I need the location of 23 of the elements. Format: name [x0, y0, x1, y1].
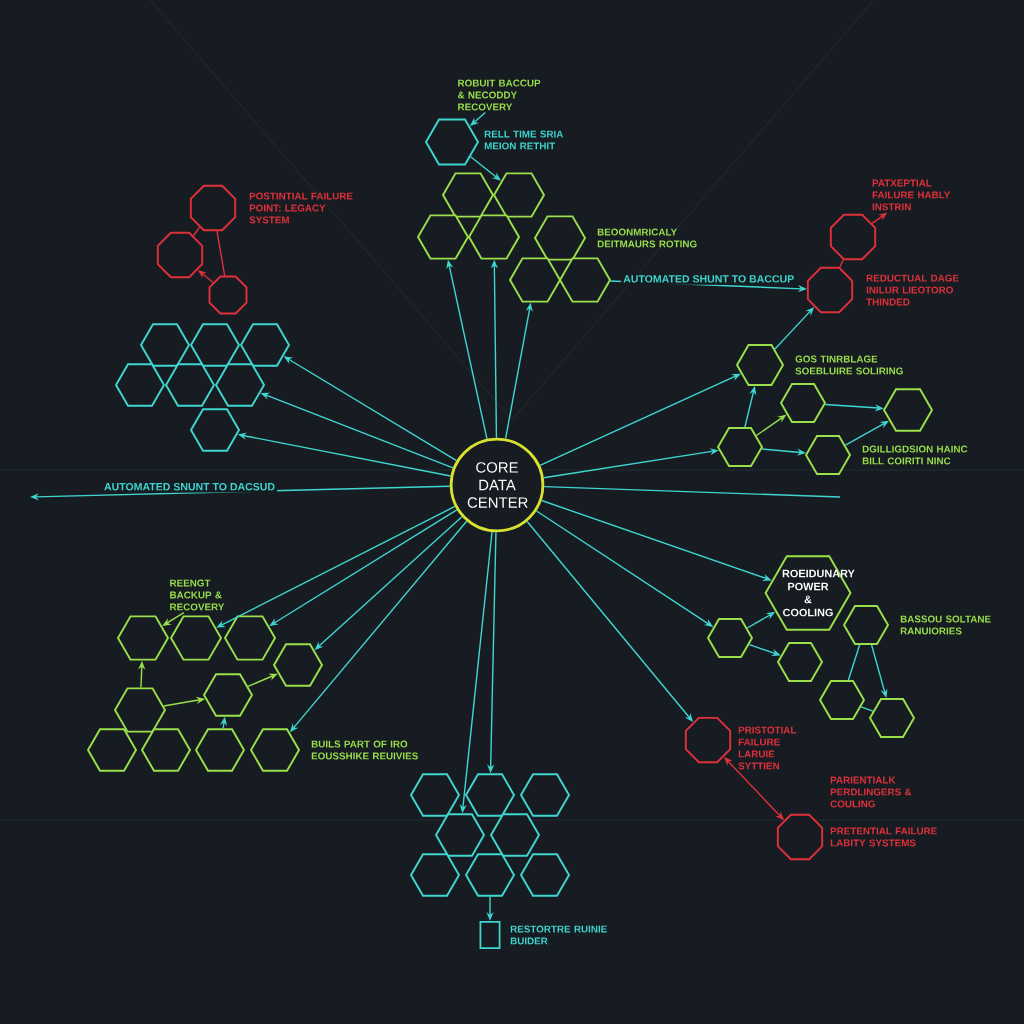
annotation-text: PATXEPTIAL FAILURE HABLY INSTRIN [872, 179, 951, 211]
annotation-text: RELL TIME SRIA MEION RETHIT [484, 130, 564, 150]
octagon [156, 231, 204, 279]
server-box [479, 920, 501, 950]
edge-label: AUTOMATED SHUNT TO BACCUP [621, 273, 797, 285]
annotation-text: BASSOU SOLTANE RANUIORIES [900, 615, 991, 635]
annotation-text: PRETENTIAL FAILURE LABITY SYSTEMS [830, 827, 937, 847]
annotation-text: REENGT BACKUP & RECOVERY [170, 579, 225, 611]
octagon [684, 716, 732, 764]
annotation-text: POSTINTIAL FAILURE POINT: LEGACY SYSTEM [249, 192, 353, 224]
annotation-text: GOS TINRBLAGE SOEBLUIRE SOLIRING [795, 355, 903, 375]
annotation-text: BEOONMRICALY DEITMAURS ROTING [597, 228, 697, 248]
octagon [776, 813, 824, 861]
octagon [829, 213, 877, 261]
octagon [806, 266, 854, 314]
annotation-text: DGILLIGDSION HAINC BILL COIRITI NINC [862, 445, 968, 465]
annotation-text: ROBUIT BACCUP & NECODDY RECOVERY [457, 79, 541, 111]
annotation-text: RESTORTRE RUINIE BUIDER [510, 925, 607, 945]
annotation-text: BUILS PART OF IRO EOUSSHIKE REUIVIES [311, 740, 418, 760]
annotation-text: PRISTOTIAL FAILURE LARUIE SYTTIEN [738, 726, 797, 770]
annotation-text: PARIENTIALK PERDLINGERS & COULING [830, 776, 912, 808]
octagon [189, 184, 237, 232]
annotation-text: REDUCTUAL DAGE INILUR LIEOTORO THINDED [866, 274, 959, 306]
